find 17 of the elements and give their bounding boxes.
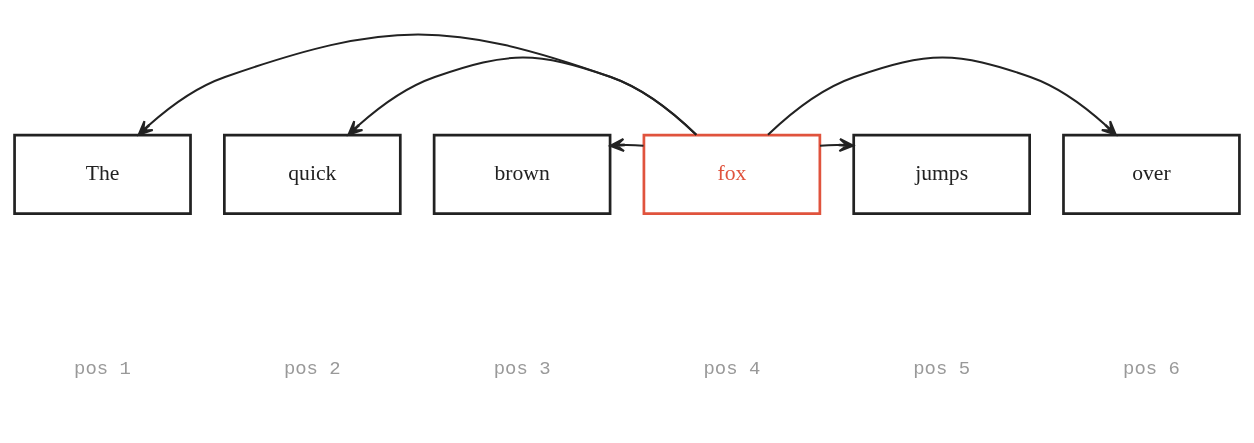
label: pos 4 (703, 358, 761, 381)
arrow (137, 33, 697, 136)
node-box: The (13, 133, 192, 216)
arrow (609, 137, 644, 153)
arrow (819, 137, 855, 153)
arrow (347, 56, 697, 136)
label: pos 5 (913, 358, 971, 381)
node-box: brown (432, 133, 612, 216)
node-box: jumps (852, 133, 1031, 216)
label: pos 6 (1123, 358, 1180, 381)
node-box: over (1062, 133, 1241, 216)
label: pos 2 (283, 358, 341, 381)
label: pos 1 (74, 358, 131, 381)
arrow (767, 56, 1117, 136)
node-box: fox (642, 133, 822, 216)
label: pos 3 (493, 358, 551, 381)
node-box: quick (223, 133, 402, 216)
